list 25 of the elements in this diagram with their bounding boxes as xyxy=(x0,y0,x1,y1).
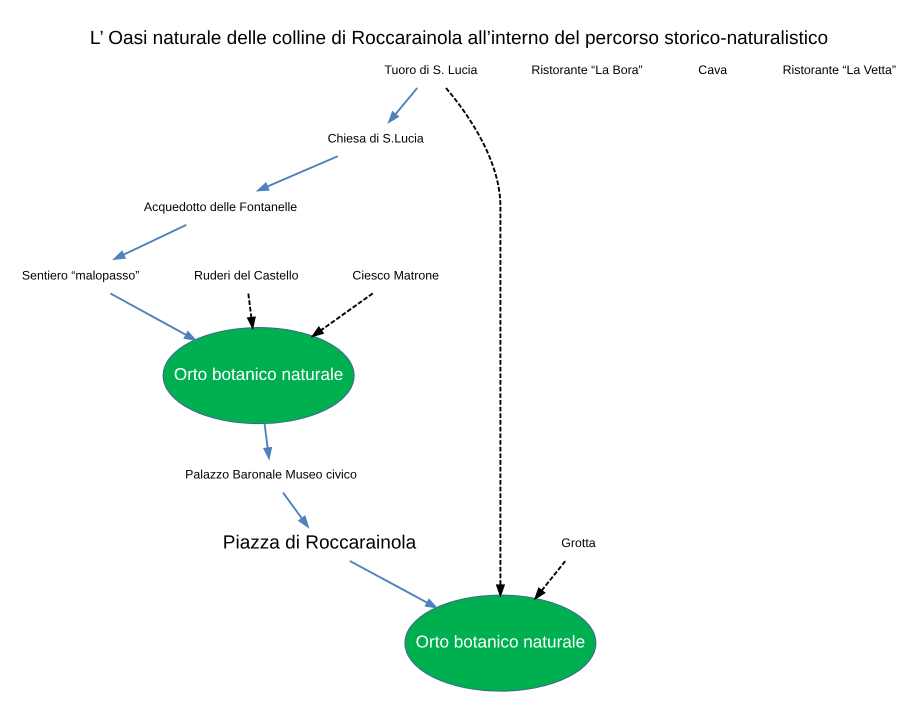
diagram-title: L’ Oasi naturale delle colline di Roccarainola all’interno del percorso storico-naturalistico xyxy=(90,28,828,49)
arrow xyxy=(387,87,418,124)
arrow xyxy=(534,560,566,600)
arrow xyxy=(246,294,256,330)
arrow xyxy=(282,492,310,529)
arrow xyxy=(262,424,272,461)
arrow xyxy=(112,224,187,260)
node-text: Tuoro di S. Lucia xyxy=(384,62,478,77)
arrow xyxy=(110,292,198,342)
node-text: Chiesa di S.Lucia xyxy=(328,131,424,146)
label: Ristorante “La Bora” xyxy=(531,62,643,77)
node-text: Sentiero “malopasso” xyxy=(22,268,140,282)
node-ellipse: Orto botanico naturale xyxy=(404,594,596,692)
node-text: Acquedotto delle Fontanelle xyxy=(144,200,298,214)
node-text: Palazzo Baronale Museo civico xyxy=(185,467,357,482)
arrow xyxy=(256,155,338,192)
node-text: Grotta xyxy=(561,536,596,550)
arrow xyxy=(349,560,438,609)
arrow xyxy=(310,292,374,338)
node-text: Piazza di Roccarainola xyxy=(222,532,416,554)
arrow xyxy=(445,87,506,598)
label: Cava xyxy=(698,62,728,77)
node-text: Ruderi del Castello xyxy=(194,268,298,282)
label: Ristorante “La Vetta” xyxy=(782,62,896,77)
node-text: Ciesco Matrone xyxy=(352,268,439,282)
